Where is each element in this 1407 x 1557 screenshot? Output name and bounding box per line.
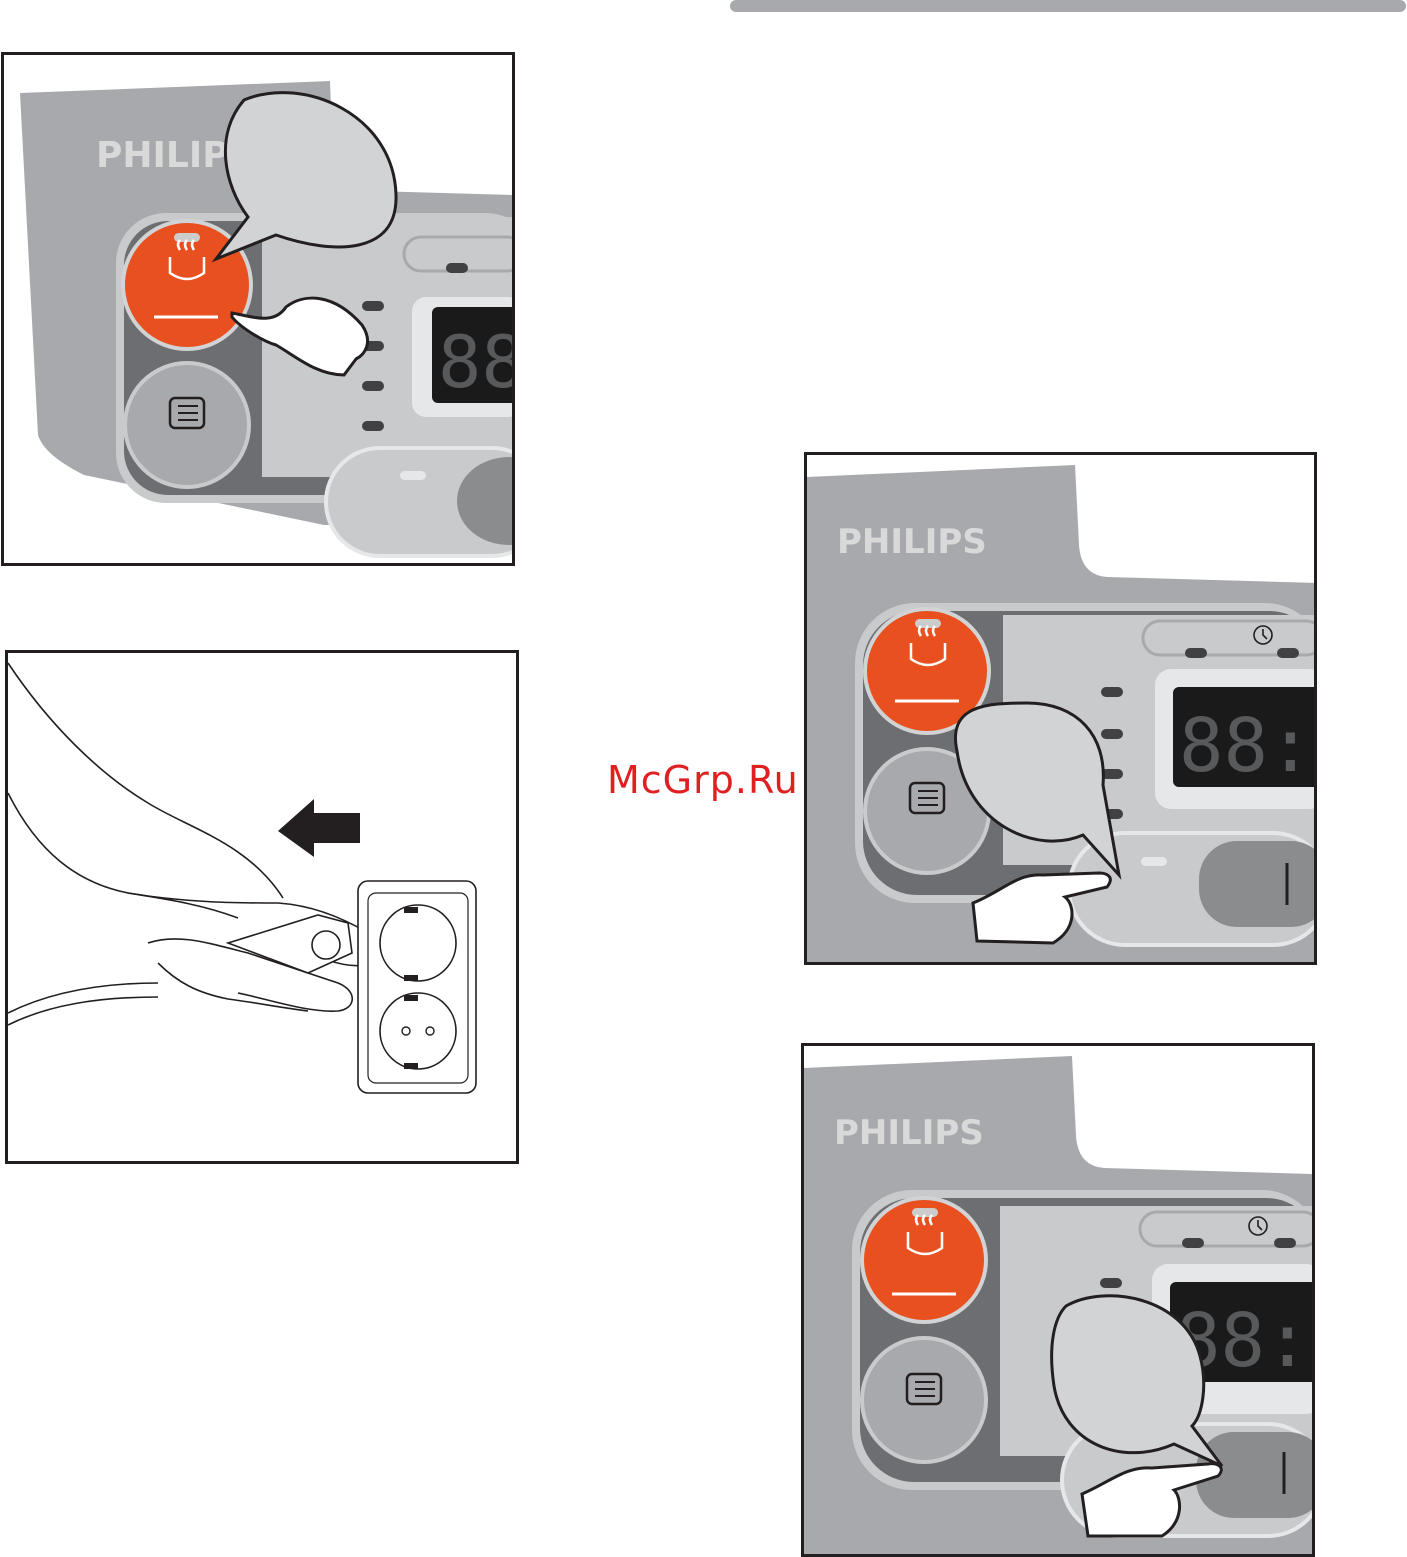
arrow-left-icon [278,799,360,857]
wall-socket [358,881,476,1093]
start-button[interactable] [1199,841,1314,927]
illustration-confirm-start: PHILIPS 88: [801,1043,1315,1557]
display-digits: 88: [1179,703,1313,789]
illustration-unplug [5,650,519,1164]
speech-bubble [216,93,396,259]
menu-button[interactable] [125,363,249,487]
brand-logo: PHILIPS [834,1113,984,1153]
top-rule [730,0,1406,12]
watermark: McGrp.Ru [607,758,799,802]
plug-icon [228,915,352,973]
display-digits: 88 [438,320,512,404]
brand-logo: PHILIPS [837,522,987,562]
menu-button[interactable] [862,1338,986,1462]
hand-unplugging [8,663,381,1025]
illustration-press-keep-warm: PHILIPS 88 [1,52,515,566]
illustration-press-start: PHILIPS 88: [804,452,1317,965]
